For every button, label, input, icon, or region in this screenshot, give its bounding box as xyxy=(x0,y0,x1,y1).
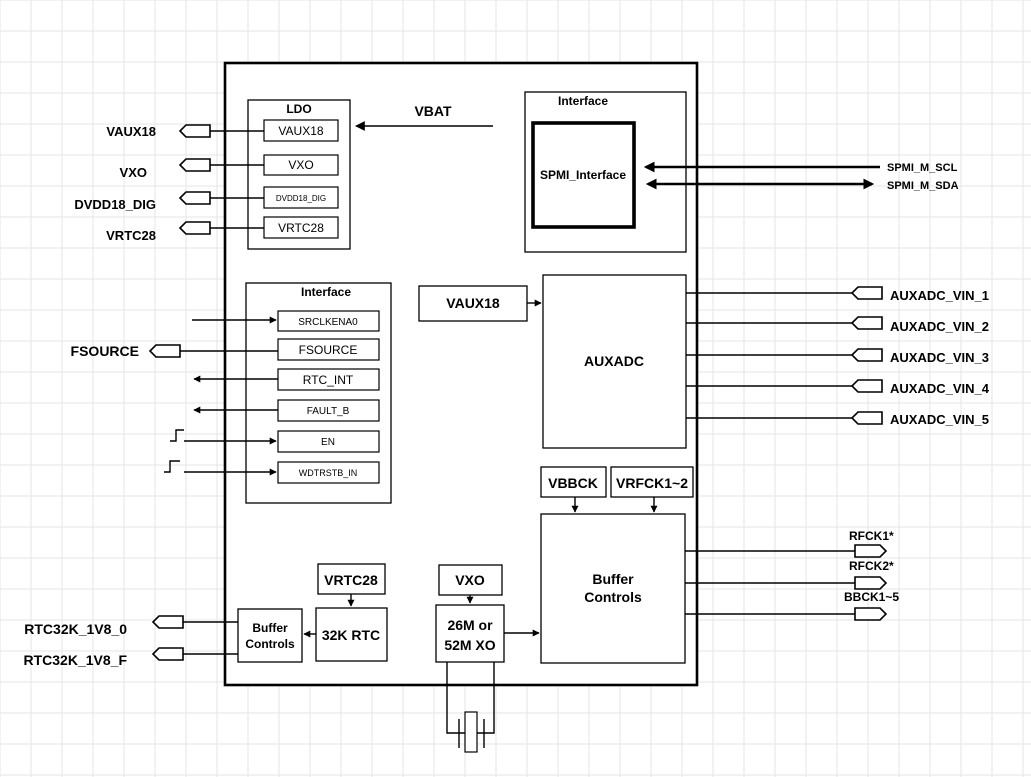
vxo-box xyxy=(438,564,503,596)
pulse-icon-en xyxy=(170,429,184,442)
pulse-icon-wdtrstb xyxy=(164,460,180,473)
ldo-item-vrtc28-label: VRTC28 xyxy=(278,221,324,235)
xo-line1: 26M or xyxy=(447,617,493,633)
pin-label-vaux18: VAUX18 xyxy=(106,124,156,139)
ldo-item-dvdd18-label: DVDD18_DIG xyxy=(276,194,326,203)
buffer-controls-right xyxy=(540,513,686,664)
port-auxadc-1 xyxy=(850,286,883,300)
port-auxadc-5 xyxy=(850,411,883,425)
pin-label-rtc32k-0: RTC32K_1V8_0 xyxy=(24,621,127,637)
pin-label-vrtc28: VRTC28 xyxy=(106,228,156,243)
io-fsource xyxy=(277,338,380,361)
io-rtc-int-label: RTC_INT xyxy=(303,373,354,387)
xo-box xyxy=(435,604,505,663)
buffer-right-line2: Controls xyxy=(584,589,642,605)
port-rtc32k-0 xyxy=(151,615,184,629)
buffer-left-line2: Controls xyxy=(245,637,295,651)
pin-label-auxadc-5: AUXADC_VIN_5 xyxy=(890,412,989,427)
spmi-scl-label: SPMI_M_SCL xyxy=(887,162,958,174)
xo-line2: 52M XO xyxy=(444,637,495,653)
vbbck-label: VBBCK xyxy=(548,475,598,491)
pin-label-bbck: BBCK1~5 xyxy=(844,590,899,604)
rtc-box xyxy=(315,607,388,662)
io-srclkena0 xyxy=(277,310,380,332)
io-wdtrstb-in-label: WDTRSTB_IN xyxy=(299,468,358,478)
port-auxadc-3 xyxy=(850,348,883,362)
port-rfck1 xyxy=(854,544,888,558)
vrfck-label: VRFCK1~2 xyxy=(616,475,688,491)
port-bbck xyxy=(854,607,888,621)
port-vxo xyxy=(178,158,211,172)
vbbck-box xyxy=(540,466,607,498)
io-fsource-label: FSOURCE xyxy=(299,343,358,357)
spmi-block-title: Interface xyxy=(558,94,608,108)
io-srclkena0-label: SRCLKENA0 xyxy=(298,317,358,328)
pin-label-dvdd18: DVDD18_DIG xyxy=(74,197,156,212)
port-rtc32k-f xyxy=(151,647,184,661)
io-en xyxy=(277,430,380,453)
auxadc-inputs: AUXADC_VIN_1 AUXADC_VIN_2 AUXADC_VIN_3 A… xyxy=(686,286,990,427)
io-fault-b-label: FAULT_B xyxy=(307,406,350,417)
pin-label-rfck1: RFCK1* xyxy=(849,529,894,543)
buffer-left-line1: Buffer xyxy=(252,621,288,635)
pin-label-auxadc-4: AUXADC_VIN_4 xyxy=(890,381,990,396)
port-dvdd18 xyxy=(178,191,211,205)
vaux18-box xyxy=(418,285,528,322)
pin-label-auxadc-1: AUXADC_VIN_1 xyxy=(890,288,989,303)
vrfck-box xyxy=(610,466,694,498)
rtc-label: 32K RTC xyxy=(322,627,380,643)
pin-label-auxadc-2: AUXADC_VIN_2 xyxy=(890,319,989,334)
io-interface-title: Interface xyxy=(301,285,351,299)
port-vrtc28 xyxy=(178,221,211,235)
ldo-item-vaux18-label: VAUX18 xyxy=(278,124,323,138)
pin-label-rfck2: RFCK2* xyxy=(849,559,894,573)
ldo-item-vxo-label: VXO xyxy=(288,158,313,172)
pin-label-fsource: FSOURCE xyxy=(71,343,139,359)
pin-label-rtc32k-f: RTC32K_1V8_F xyxy=(24,652,128,668)
auxadc-label: AUXADC xyxy=(584,353,644,369)
pin-label-vxo: VXO xyxy=(120,165,147,180)
vrtc28-box-label: VRTC28 xyxy=(324,572,378,588)
port-auxadc-2 xyxy=(850,316,883,330)
buffer-right-line1: Buffer xyxy=(592,571,634,587)
io-wdtrstb-in xyxy=(277,461,380,484)
auxadc-block xyxy=(542,274,687,449)
buffer-controls-left xyxy=(237,608,303,663)
port-vaux18 xyxy=(178,124,211,138)
spmi-interface-box xyxy=(531,121,636,229)
port-auxadc-4 xyxy=(850,379,883,393)
ldo-title: LDO xyxy=(286,102,311,116)
vxo-box-label: VXO xyxy=(455,572,485,588)
crystal-icon xyxy=(446,662,495,753)
port-rfck2 xyxy=(854,576,888,590)
port-fsource xyxy=(148,344,181,358)
pin-label-auxadc-3: AUXADC_VIN_3 xyxy=(890,350,989,365)
spmi-sda-label: SPMI_M_SDA xyxy=(887,180,959,192)
io-en-label: EN xyxy=(321,437,335,448)
vaux18-box-label: VAUX18 xyxy=(446,295,500,311)
spmi-interface-label: SPMI_Interface xyxy=(540,168,626,182)
vbat-label: VBAT xyxy=(414,103,452,119)
